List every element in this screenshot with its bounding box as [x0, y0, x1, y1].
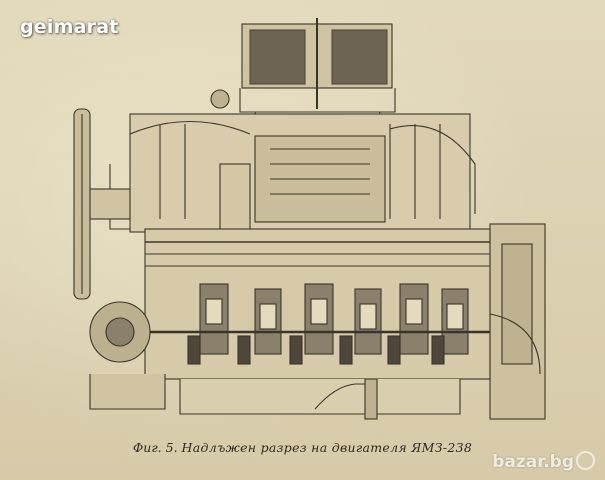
engine-cross-section-drawing	[73, 18, 546, 420]
figure-caption: Фиг. 5. Надлъжен разрез на двигателя ЯМЗ…	[0, 440, 605, 455]
seller-watermark: geimarat	[20, 16, 119, 38]
bazar-logo-text: bazar.bg	[492, 452, 574, 472]
speech-bubble-icon	[576, 450, 595, 470]
bazar-logo: bazar.bg	[492, 450, 595, 472]
figure-number: Фиг. 5.	[132, 440, 178, 455]
figure-title: Надлъжен разрез на двигателя ЯМЗ-238	[181, 440, 473, 455]
